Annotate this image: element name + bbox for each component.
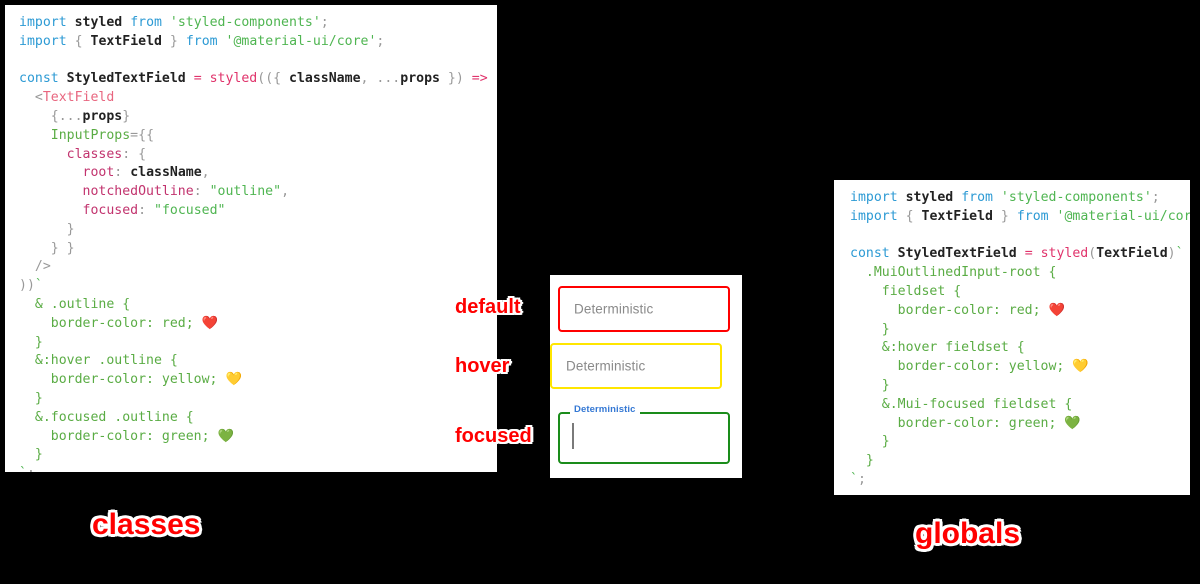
code-line: fieldset { (881, 283, 962, 299)
code-line: border-color: green; 💚 (50, 428, 234, 444)
code-line: } (881, 434, 890, 450)
code-line: } (881, 377, 890, 393)
code-line: root: className, (82, 165, 210, 181)
code-line: import styled from 'styled-components'; (850, 190, 1160, 205)
code-line: border-color: yellow; 💛 (50, 372, 242, 388)
code-line: } (66, 221, 75, 237)
code-line: const StyledTextField = styled(({ classN… (19, 71, 497, 87)
textfield-hover-value: Deterministic (566, 358, 646, 374)
code-line: } (34, 334, 43, 350)
code-line: import { TextField } from '@material-ui/… (19, 33, 385, 49)
code-line: } (34, 447, 43, 463)
code-line: `; (850, 471, 866, 487)
code-line: } (865, 453, 874, 469)
annotation-hover: hover (453, 353, 511, 378)
code-line: } (34, 390, 43, 406)
textfield-default-value: Deterministic (574, 301, 654, 317)
code-line: } (881, 321, 890, 337)
code-line: notchedOutline: "outline", (82, 184, 290, 200)
yellow-heart-icon: 💛 (1072, 359, 1089, 375)
red-heart-icon: ❤️ (1048, 302, 1065, 318)
code-line: border-color: red; ❤️ (50, 315, 219, 331)
code-line: &:hover .outline { (34, 353, 178, 369)
yellow-heart-icon: 💛 (225, 372, 242, 388)
code-line: border-color: yellow; 💛 (897, 359, 1089, 375)
code-line: const StyledTextField = styled(TextField… (850, 246, 1184, 262)
code-line: <TextField (34, 90, 115, 106)
green-heart-icon: 💚 (1064, 415, 1081, 431)
annotation-default: default (453, 294, 522, 319)
code-line: & .outline { (34, 296, 131, 312)
code-panel-globals: import styled from 'styled-components'; i… (834, 180, 1190, 495)
code-line: {...props} (50, 108, 131, 124)
code-panel-classes: import styled from 'styled-components'; i… (5, 5, 497, 472)
caption-globals: globals (915, 517, 1021, 550)
code-line: &.focused .outline { (34, 409, 194, 425)
code-line: } } (50, 240, 75, 256)
code-line: classes: { (66, 146, 147, 162)
code-line: .MuiOutlinedInput-root { (865, 265, 1057, 281)
code-line: &:hover fieldset { (881, 340, 1025, 356)
code-line: `; (19, 465, 497, 472)
textfield-hover[interactable]: Deterministic (550, 343, 722, 389)
textfield-focused[interactable] (558, 412, 730, 464)
code-line: import { TextField } from '@material-ui/… (850, 208, 1190, 224)
red-heart-icon: ❤️ (201, 315, 219, 331)
code-line: ))` (19, 278, 43, 294)
caption-classes: classes (92, 508, 201, 541)
textfield-default[interactable]: Deterministic (558, 286, 730, 332)
annotation-focused: focused (453, 423, 533, 448)
code-block-classes[interactable]: import styled from 'styled-components'; i… (5, 5, 497, 472)
text-caret (572, 423, 574, 449)
code-line: border-color: red; ❤️ (897, 302, 1065, 318)
code-line: InputProps={{ (50, 127, 155, 143)
textfield-focused-floating-label: Deterministic (570, 404, 640, 415)
code-line: focused: "focused" (82, 202, 226, 218)
code-line: import styled from 'styled-components'; (19, 15, 329, 30)
code-line: border-color: green; 💚 (897, 415, 1081, 431)
code-line: /> (34, 259, 51, 275)
green-heart-icon: 💚 (217, 428, 234, 444)
code-line (850, 227, 1190, 246)
code-block-globals[interactable]: import styled from 'styled-components'; i… (834, 180, 1190, 490)
code-line (19, 52, 497, 71)
code-line: &.Mui-focused fieldset { (881, 396, 1073, 412)
